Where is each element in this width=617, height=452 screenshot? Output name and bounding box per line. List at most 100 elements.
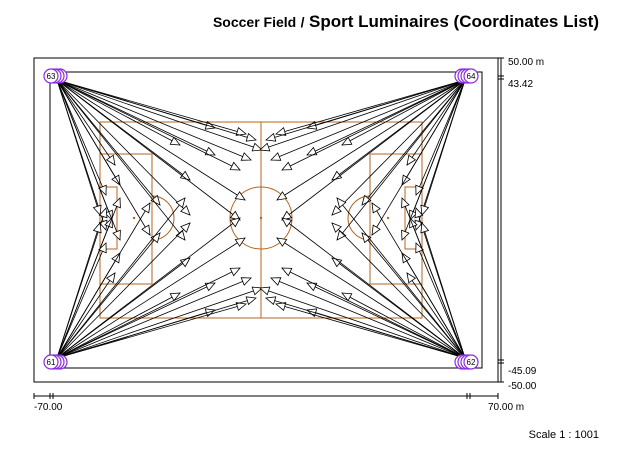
aim-line — [56, 79, 181, 146]
aim-line — [56, 287, 263, 359]
luminaire-pole-61[interactable]: 61 — [43, 354, 68, 370]
aim-line — [56, 79, 247, 135]
aim-arrowhead — [341, 136, 353, 146]
aim-arrowhead — [179, 257, 191, 268]
pole-label-61: 61 — [47, 358, 56, 367]
pole-stack-62 — [454, 354, 479, 370]
aim-arrowhead — [415, 242, 424, 254]
aim-line — [281, 217, 466, 359]
aim-line — [415, 79, 466, 196]
aim-arrowhead — [234, 191, 246, 201]
aim-line — [56, 79, 121, 241]
aim-arrowhead — [234, 237, 246, 247]
aim-arrowhead — [414, 207, 424, 219]
left-penalty-spot — [132, 216, 136, 220]
aim-line — [56, 79, 241, 171]
aim-line — [421, 222, 466, 359]
aim-arrowhead — [331, 170, 343, 181]
aim-arrowhead — [331, 257, 343, 268]
aim-arrowhead — [401, 229, 410, 241]
aim-arrowhead — [401, 197, 410, 209]
luminaire-pole-62[interactable]: 62 — [454, 354, 479, 370]
luminaire-poles: 63 64 61 — [43, 68, 479, 370]
aim-line — [56, 79, 116, 166]
aim-line — [56, 79, 216, 156]
aim-arrowhead — [341, 292, 353, 302]
aim-line — [421, 79, 466, 216]
aim-line — [406, 79, 466, 166]
aim-arrowhead — [251, 142, 263, 152]
aim-line — [306, 79, 466, 156]
aim-arrowhead — [336, 229, 347, 241]
aim-arrowhead — [105, 272, 116, 284]
aim-line — [56, 282, 216, 359]
aim-line — [56, 242, 107, 359]
dim-x-left: -70.00 — [34, 402, 63, 413]
aim-arrowhead — [235, 127, 247, 136]
aim-arrowhead — [180, 222, 191, 233]
aim-arrowhead — [331, 222, 342, 233]
aim-line — [265, 297, 466, 359]
right-penalty-spot — [386, 216, 390, 220]
aim-arrowhead — [179, 170, 191, 181]
aim-line — [371, 202, 466, 359]
aim-line — [56, 79, 101, 216]
aim-arrowhead — [245, 132, 257, 142]
aiming-lines — [56, 79, 466, 359]
left-penalty-area — [99, 153, 153, 285]
aim-arrowhead — [98, 184, 107, 196]
horizontal-dimension — [33, 393, 499, 399]
aim-arrowhead — [259, 142, 271, 152]
aim-line — [56, 197, 186, 359]
aim-line — [56, 79, 257, 141]
drawing-title: Soccer Field / Sport Luminaires (Coordin… — [213, 12, 599, 32]
vertical-dimension — [498, 57, 504, 383]
left-penalty-arc — [151, 195, 175, 241]
aim-line — [341, 292, 466, 359]
aim-arrowhead — [141, 202, 151, 214]
aim-arrowhead — [240, 152, 252, 161]
luminaire-pole-64[interactable]: 64 — [454, 68, 479, 84]
aim-line — [371, 79, 466, 236]
aim-line — [281, 79, 466, 171]
aim-arrowhead — [98, 207, 108, 219]
aim-arrowhead — [276, 237, 288, 247]
aim-line — [56, 79, 191, 216]
aim-arrowhead — [281, 217, 293, 228]
aim-arrowhead — [92, 204, 102, 216]
aim-arrowhead — [229, 217, 241, 228]
aim-line — [275, 303, 466, 359]
aim-arrowhead — [229, 267, 241, 277]
aim-line — [56, 303, 247, 359]
aim-line — [56, 197, 121, 359]
dim-y-top: 50.00 m — [508, 57, 545, 68]
aim-line — [56, 292, 181, 359]
aim-arrowhead — [406, 154, 417, 166]
aim-line — [56, 79, 246, 201]
aim-line — [331, 79, 466, 216]
aim-arrowhead — [265, 296, 277, 306]
aim-line — [336, 197, 466, 359]
aim-arrowhead — [169, 136, 181, 146]
outer-boundary — [33, 57, 499, 383]
aim-line — [270, 277, 466, 359]
aim-arrowhead — [245, 296, 257, 306]
aim-line — [56, 79, 263, 151]
aim-line — [270, 79, 466, 161]
aim-line — [56, 79, 186, 241]
aim-line — [56, 267, 241, 359]
title-subtitle: Sport Luminaires (Coordinates List) — [309, 12, 599, 31]
right-goal-area — [404, 186, 423, 250]
aim-line — [275, 79, 466, 135]
inner-boundary — [49, 71, 483, 369]
aim-line — [406, 272, 466, 359]
luminaire-pole-63[interactable]: 63 — [43, 68, 68, 84]
aim-line — [56, 202, 151, 359]
aim-line — [306, 282, 466, 359]
pole-stack-63 — [43, 68, 68, 84]
aim-arrowhead — [240, 277, 252, 286]
aim-line — [56, 79, 151, 236]
aim-line — [56, 79, 107, 196]
aim-arrowhead — [259, 286, 271, 296]
